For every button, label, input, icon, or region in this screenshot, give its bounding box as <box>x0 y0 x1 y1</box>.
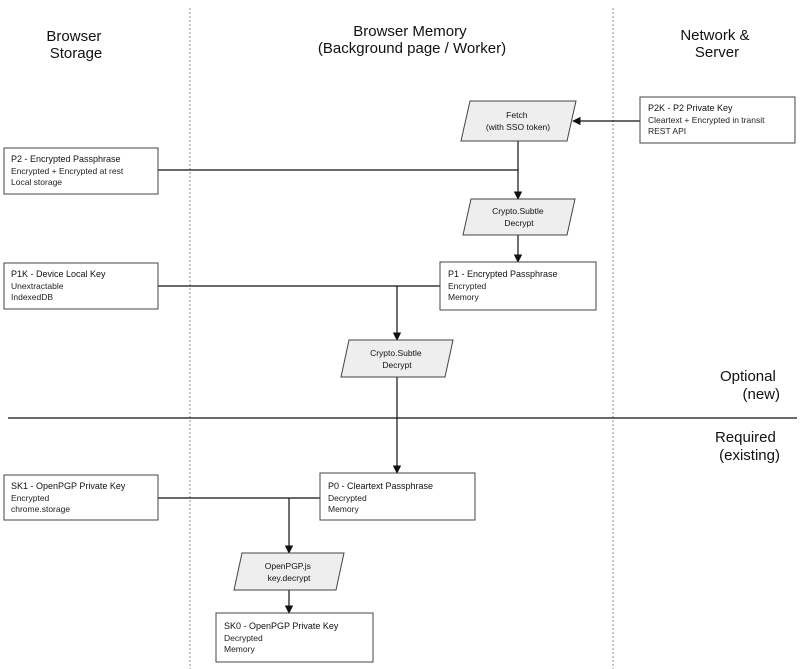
box-sk0-openpgp-private-key: SK0 - OpenPGP Private Key Decrypted Memo… <box>215 612 374 663</box>
box-p0-cleartext-passphrase: P0 - Cleartext Passphrase Decrypted Memo… <box>319 472 476 521</box>
svg-text:Cleartext + Encrypted in trans: Cleartext + Encrypted in transit <box>648 115 765 125</box>
svg-text:P2K - P2 Private Key: P2K - P2 Private Key <box>648 103 733 113</box>
svg-text:Crypto.Subtle Decrypt: Crypto.Subtle Decrypt <box>492 206 546 228</box>
svg-text:Encrypted: Encrypted <box>11 493 50 503</box>
process-crypto-subtle-decrypt-1: Crypto.Subtle Decrypt <box>462 198 576 236</box>
svg-text:Fetch (with SSO token): Fetch (with SSO token) <box>486 110 550 132</box>
svg-text:Local storage: Local storage <box>11 177 62 187</box>
box-p1-encrypted-passphrase: P1 - Encrypted Passphrase Encrypted Memo… <box>439 261 597 311</box>
connectors <box>158 116 640 614</box>
column-header-storage: Browser Storage <box>46 28 105 62</box>
box-p1k-device-local-key: P1K - Device Local Key Unextractable Ind… <box>3 262 159 310</box>
svg-text:P1K - Device Local Key: P1K - Device Local Key <box>11 269 106 279</box>
box-p2-encrypted-passphrase: P2 - Encrypted Passphrase Encrypted + En… <box>3 147 159 195</box>
box-sk1-openpgp-private-key: SK1 - OpenPGP Private Key Encrypted chro… <box>3 474 159 521</box>
process-crypto-subtle-decrypt-2: Crypto.Subtle Decrypt <box>340 339 454 378</box>
zone-label-optional: Optional (new) <box>720 368 780 403</box>
process-openpgp-key-decrypt: OpenPGP.js key.decrypt <box>233 552 345 591</box>
svg-text:SK0 - OpenPGP Private Key: SK0 - OpenPGP Private Key <box>224 621 339 631</box>
svg-text:Encrypted + Encrypted at rest: Encrypted + Encrypted at rest <box>11 166 124 176</box>
svg-text:Crypto.Subtle Decrypt: Crypto.Subtle Decrypt <box>370 348 424 370</box>
column-header-memory: Browser Memory (Background page / Worker… <box>318 23 506 57</box>
box-p2k-private-key: P2K - P2 Private Key Cleartext + Encrypt… <box>639 96 796 144</box>
svg-text:IndexedDB: IndexedDB <box>11 292 53 302</box>
svg-text:Memory: Memory <box>328 504 359 514</box>
svg-text:OpenPGP.js key.decrypt: OpenPGP.js key.decrypt <box>265 561 314 583</box>
svg-text:Memory: Memory <box>448 292 479 302</box>
column-header-network: Network & Server <box>680 27 753 61</box>
svg-text:REST API: REST API <box>648 126 686 136</box>
zone-label-required: Required (existing) <box>715 429 780 464</box>
svg-text:Unextractable: Unextractable <box>11 281 64 291</box>
process-fetch: Fetch (with SSO token) <box>460 100 577 142</box>
svg-text:P2 - Encrypted Passphrase: P2 - Encrypted Passphrase <box>11 154 121 164</box>
svg-text:SK1 - OpenPGP Private Key: SK1 - OpenPGP Private Key <box>11 481 126 491</box>
svg-text:Encrypted: Encrypted <box>448 281 487 291</box>
svg-text:chrome.storage: chrome.storage <box>11 504 70 514</box>
svg-text:Memory: Memory <box>224 644 255 654</box>
svg-text:P0 - Cleartext Passphrase: P0 - Cleartext Passphrase <box>328 481 433 491</box>
svg-text:Decrypted: Decrypted <box>328 493 367 503</box>
svg-text:Decrypted: Decrypted <box>224 633 263 643</box>
svg-text:P1 - Encrypted Passphrase: P1 - Encrypted Passphrase <box>448 269 558 279</box>
